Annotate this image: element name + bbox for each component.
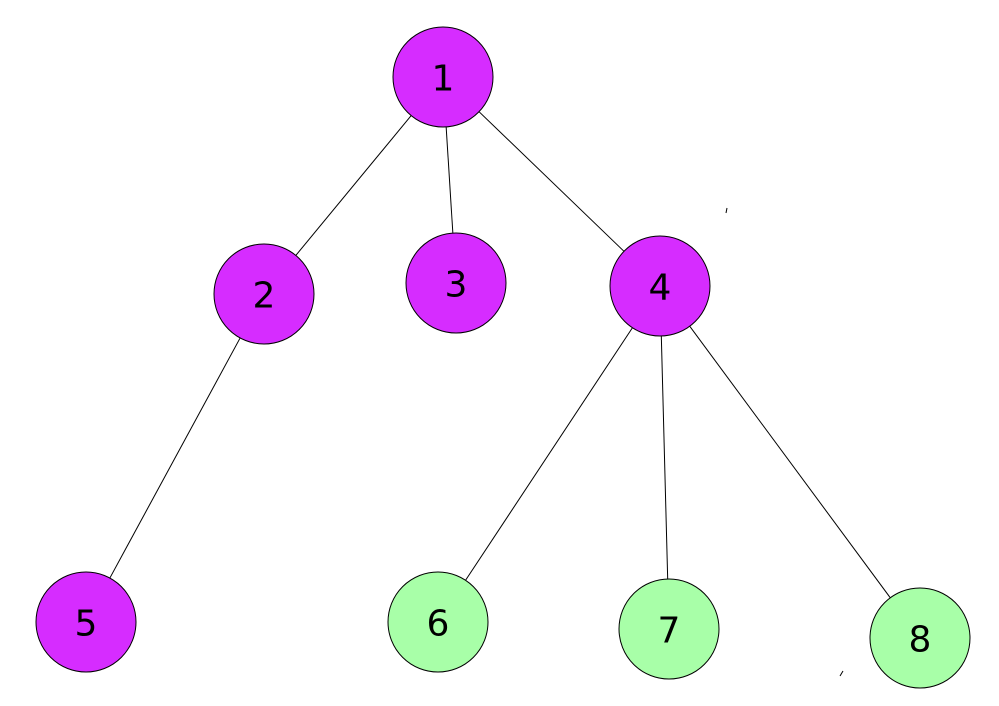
node-circle	[869, 587, 971, 689]
stray-mark	[839, 670, 844, 677]
node-circle	[213, 243, 315, 345]
node-circle	[35, 571, 137, 673]
node-label: 2	[253, 276, 276, 317]
node-3: 3	[405, 232, 507, 334]
node-label: 5	[75, 604, 98, 645]
edges-layer	[109, 111, 891, 599]
node-circle	[387, 571, 489, 673]
node-circle	[405, 232, 507, 334]
node-2: 2	[213, 243, 315, 345]
node-label: 8	[909, 620, 932, 661]
stray-mark	[725, 207, 728, 214]
node-label: 6	[427, 604, 450, 645]
node-1: 1	[392, 26, 494, 128]
edge-1-4	[478, 111, 625, 252]
node-circle	[392, 26, 494, 128]
edge-1-2	[295, 115, 412, 256]
node-label: 3	[445, 265, 468, 306]
node-4: 4	[609, 235, 711, 337]
node-circle	[618, 578, 720, 680]
edge-2-5	[109, 337, 241, 579]
node-label: 7	[658, 611, 681, 652]
node-label: 1	[432, 59, 455, 100]
edge-4-8	[689, 325, 891, 599]
edge-4-7	[660, 335, 669, 580]
node-circle	[609, 235, 711, 337]
nodes-layer: 1 2 3 4 5 6 7 8	[35, 26, 971, 689]
node-6: 6	[387, 571, 489, 673]
node-7: 7	[618, 578, 720, 680]
node-8: 8	[869, 587, 971, 689]
edge-1-3	[445, 126, 454, 234]
edge-4-6	[465, 327, 633, 581]
node-5: 5	[35, 571, 137, 673]
node-label: 4	[649, 268, 672, 309]
